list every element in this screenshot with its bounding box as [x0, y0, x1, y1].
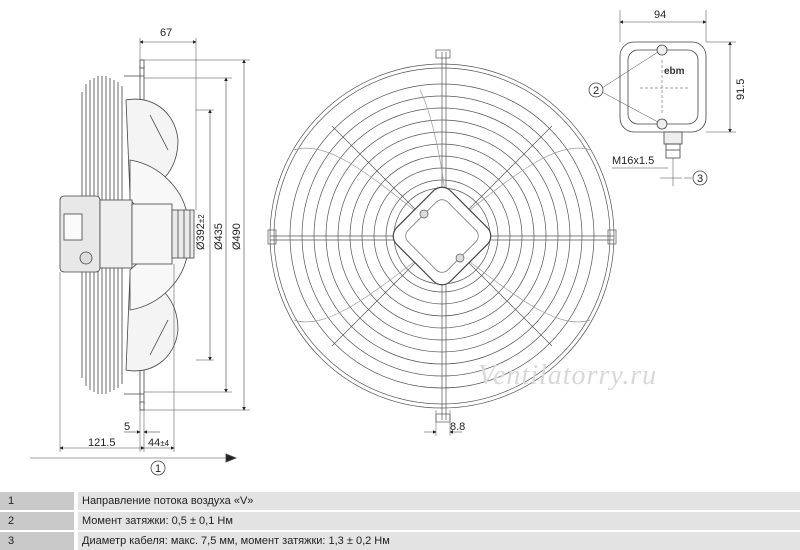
dim-d435: Ø435	[213, 223, 225, 250]
legend-row: 3 Диаметр кабеля: макс. 7,5 мм, момент з…	[0, 532, 800, 550]
dim-depth: 67	[160, 27, 172, 39]
legend-row: 2 Момент затяжки: 0,5 ± 0,1 Нм	[0, 512, 800, 530]
brand-logo: ebm	[664, 66, 685, 77]
terminal-box	[601, 10, 736, 186]
dim-len-44: 44±4	[148, 437, 170, 449]
legend-row: 1 Направление потока воздуха «V»	[0, 492, 800, 510]
side-view	[30, 38, 250, 463]
callout-3: 3	[692, 170, 708, 186]
legend-number: 2	[0, 512, 74, 530]
legend-text: Момент затяжки: 0,5 ± 0,1 Нм	[78, 512, 800, 530]
svg-text:2: 2	[593, 85, 599, 97]
dim-slot: 8.8	[450, 421, 465, 433]
callout-2: 2	[588, 82, 604, 98]
dim-box-width: 94	[654, 9, 666, 21]
dim-len-121-5: 121.5	[88, 437, 116, 449]
legend-text: Диаметр кабеля: макс. 7,5 мм, момент зат…	[78, 532, 800, 550]
front-view	[267, 49, 617, 436]
legend-table: 1 Направление потока воздуха «V» 2 Момен…	[0, 492, 800, 550]
dim-d490: Ø490	[231, 223, 243, 250]
svg-text:3: 3	[697, 173, 703, 185]
watermark: Ventilatorry.ru	[478, 360, 657, 391]
dim-d392: Ø392±2	[195, 214, 207, 250]
dim-box-height: 91.5	[735, 79, 747, 100]
legend-text: Направление потока воздуха «V»	[78, 492, 800, 510]
dim-cable-gland: M16x1.5	[612, 155, 654, 167]
legend-number: 1	[0, 492, 74, 510]
technical-drawing: 67 Ø392±2 Ø435 Ø490 5 121.5 44±4 1	[30, 9, 747, 476]
legend-number: 3	[0, 532, 74, 550]
svg-text:1: 1	[155, 463, 161, 475]
dim-offset-5: 5	[124, 421, 130, 433]
callout-1: 1	[150, 460, 166, 476]
